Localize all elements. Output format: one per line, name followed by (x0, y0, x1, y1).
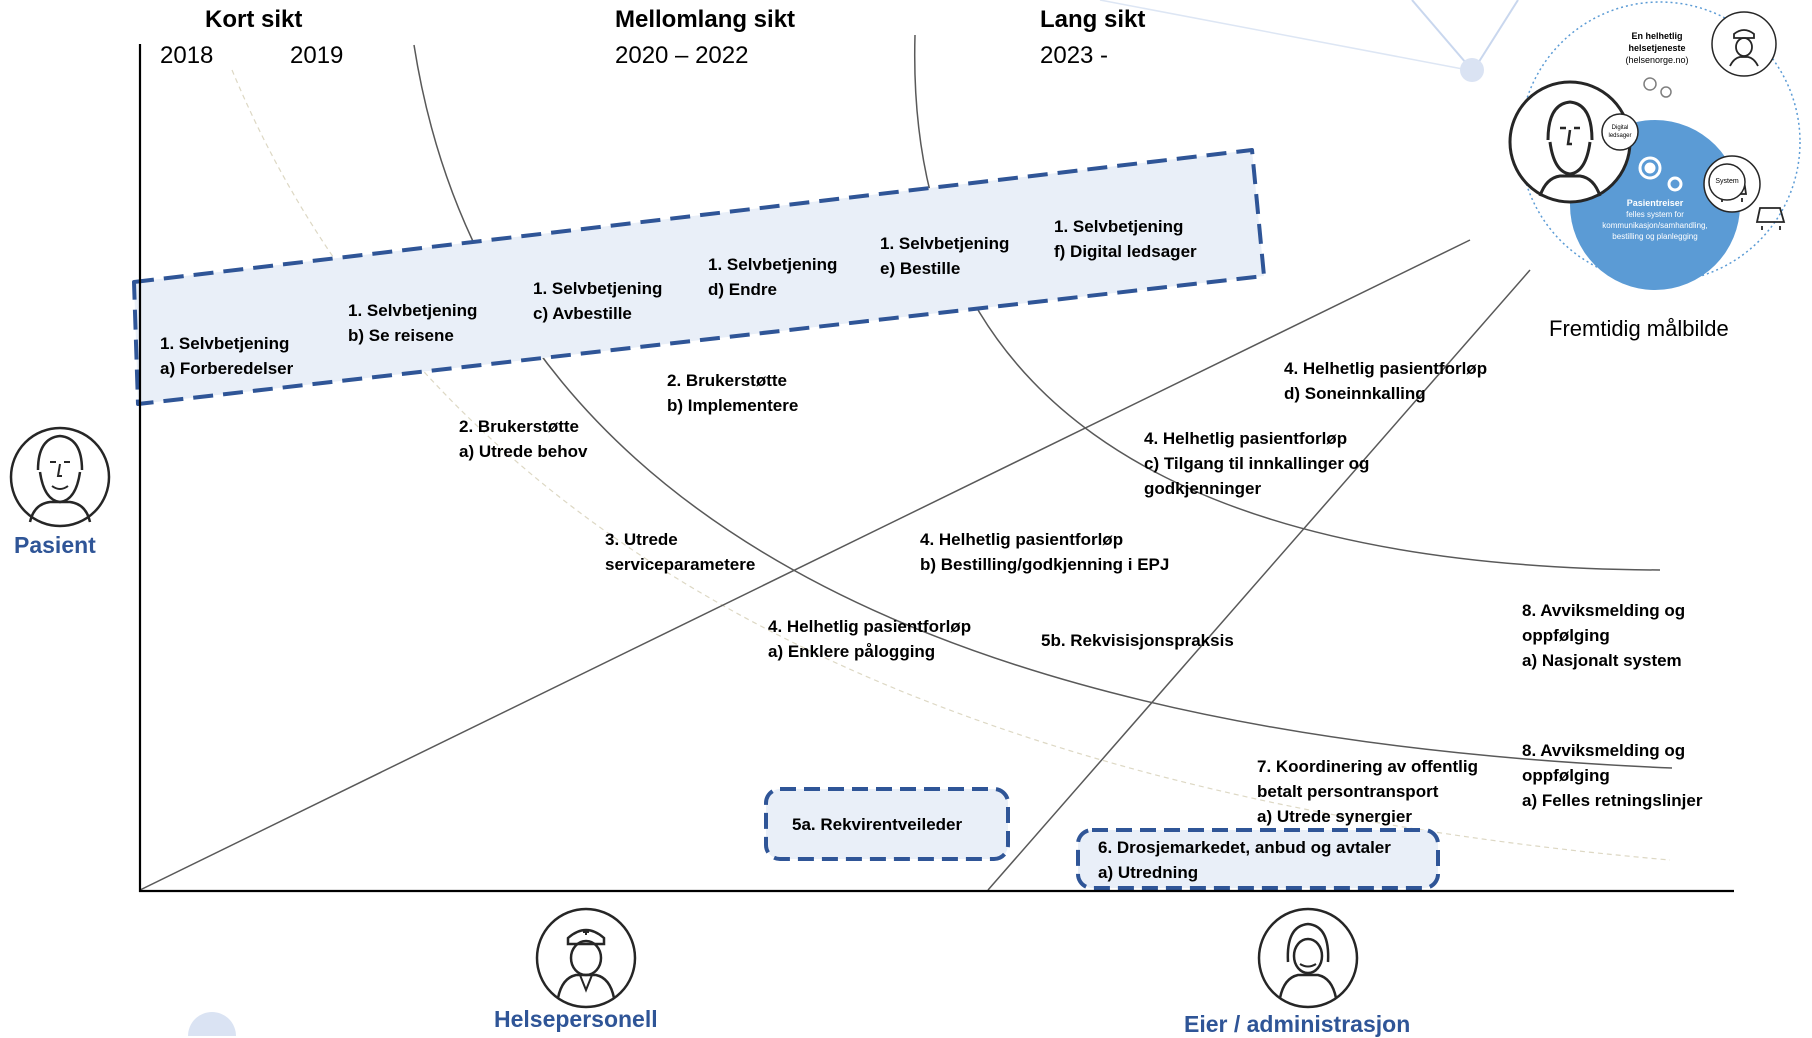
horizon-curve-1 (413, 44, 1673, 769)
role-eier-label: Eier / administrasjon (1184, 1011, 1411, 1037)
header-year-2019: 2019 (290, 42, 344, 69)
header-year-2018: 2018 (160, 42, 214, 69)
trend-line-1 (139, 239, 1471, 891)
header-mellom-years: 2020 – 2022 (615, 42, 749, 69)
item-5b: 5b. Rekvisisjonspraksis (1041, 631, 1234, 650)
pasient-icon (9, 426, 111, 528)
nurse-icon (535, 907, 637, 1009)
car-icon (1755, 207, 1786, 230)
item-5a: 5a. Rekvirentveileder (792, 815, 963, 834)
decor-dot (188, 1012, 236, 1036)
decor-dot (1460, 58, 1484, 82)
goal-illustration (1508, 1, 1801, 290)
gears-icon (1638, 156, 1683, 192)
decor-line (1099, 0, 1469, 71)
role-pasient-label: Pasient (14, 532, 96, 558)
small-gears-icon (1643, 77, 1672, 98)
trend-line-2 (987, 269, 1531, 891)
goal-bubble-top: En helhetlig helsetjeneste (helsenorge.n… (1625, 31, 1689, 65)
decor-line (1474, 0, 1519, 69)
header-mellom-title: Mellomlang sikt (615, 6, 796, 33)
horizon-curve-0 (231, 69, 1671, 861)
box-6 (1076, 828, 1440, 890)
box-5a (764, 787, 1010, 861)
role-helsepersonell-label: Helsepersonell (494, 1006, 658, 1032)
header-lang-years: 2023 - (1040, 42, 1109, 69)
goal-pasientreiser: Pasientreiser felles system for kommunik… (1602, 198, 1708, 241)
goal-digital-ledsager: Digital ledsager (1608, 125, 1632, 139)
goal-system-label: System (1715, 178, 1739, 185)
woman-headset-icon (1257, 907, 1359, 1009)
decor-line (1411, 0, 1473, 71)
horizon-curve-2 (914, 34, 1661, 571)
header-kort-title: Kort sikt (205, 6, 303, 33)
header-lang-title: Lang sikt (1040, 6, 1146, 33)
selvbetjening-band (132, 148, 1266, 406)
goal-caption: Fremtidig målbilde (1549, 316, 1729, 341)
